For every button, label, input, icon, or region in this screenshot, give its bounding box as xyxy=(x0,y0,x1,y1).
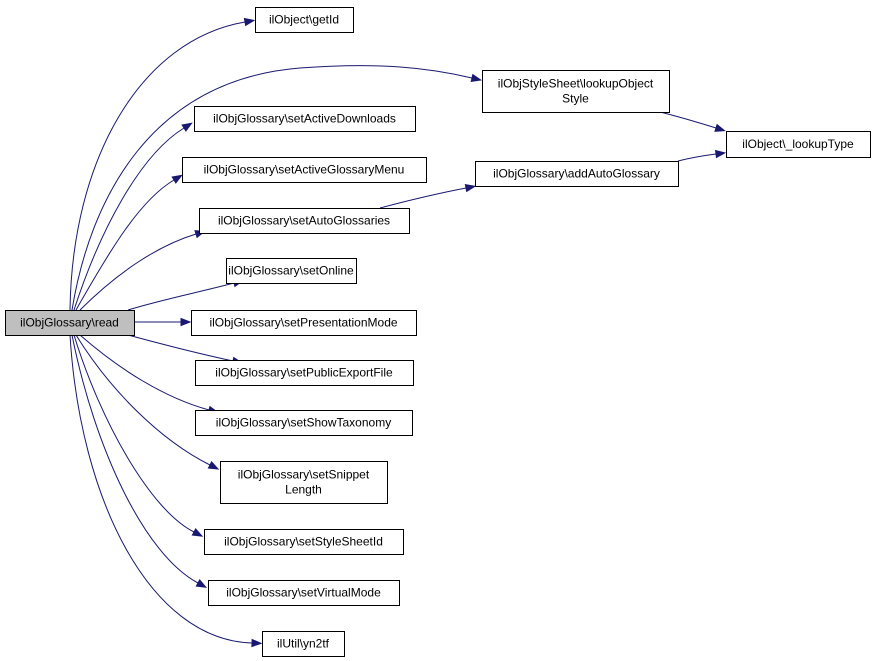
node-label: ilObjGlossary\setActiveGlossaryMenu xyxy=(204,163,405,177)
node-label: ilUtil\yn2tf xyxy=(277,637,330,651)
node-getId[interactable]: ilObject\getId xyxy=(255,7,354,33)
edge-line xyxy=(127,334,234,362)
arrowhead xyxy=(180,317,192,327)
node-label: ilObjGlossary\setAutoGlossaries xyxy=(218,214,390,228)
edge-line xyxy=(127,282,235,311)
node-label: ilObjGlossary\setOnline xyxy=(228,264,354,278)
edge-line xyxy=(79,233,197,311)
edge-read-to-setActiveGlossaryMenu xyxy=(75,174,183,311)
node-box[interactable] xyxy=(5,310,135,336)
node-label: ilObjGlossary\setVirtualMode xyxy=(226,586,381,600)
arrowhead xyxy=(464,183,477,193)
node-read[interactable]: ilObjGlossary\read xyxy=(5,310,135,336)
edge-line xyxy=(75,334,211,466)
node-box[interactable] xyxy=(195,410,413,436)
node-box[interactable] xyxy=(204,529,404,555)
node-setActiveGlossaryMenu[interactable]: ilObjGlossary\setActiveGlossaryMenu xyxy=(182,157,427,183)
node-box[interactable] xyxy=(226,258,357,284)
arrowhead xyxy=(714,149,727,159)
edge-read-to-setActiveDownloads xyxy=(73,122,193,311)
edge-read-to-setOnline xyxy=(127,279,245,311)
node-box[interactable] xyxy=(191,310,417,336)
edge-line xyxy=(379,187,467,209)
nodes-layer: ilObjGlossary\read ilObject\getId ilObjSty… xyxy=(5,7,871,657)
node-addAutoGlossary[interactable]: ilObjGlossary\addAutoGlossary xyxy=(475,161,679,187)
node-label: ilObjGlossary\setPublicExportFile xyxy=(215,366,393,380)
edge-read-to-yn2tf xyxy=(69,334,263,648)
node-lookupType[interactable]: ilObject\_lookupType xyxy=(726,131,871,158)
edge-line xyxy=(73,127,185,311)
node-setStyleSheetId[interactable]: ilObjGlossary\setStyleSheetId xyxy=(204,529,404,555)
node-label: ilObjGlossary\setActiveDownloads xyxy=(213,112,396,126)
edges-layer xyxy=(69,17,727,648)
arrowhead xyxy=(171,174,183,184)
node-label: ilObject\_lookupType xyxy=(742,137,854,151)
node-box[interactable] xyxy=(262,631,345,657)
arrowhead xyxy=(191,528,204,537)
node-box[interactable] xyxy=(726,131,871,158)
node-box[interactable] xyxy=(255,7,354,33)
edge-lookupObjectStyle-to-lookupType xyxy=(659,111,726,132)
node-setAutoGlossaries[interactable]: ilObjGlossary\setAutoGlossaries xyxy=(199,208,410,234)
node-label: ilObjGlossary\read xyxy=(20,316,119,330)
node-setActiveDownloads[interactable]: ilObjGlossary\setActiveDownloads xyxy=(194,106,416,132)
node-box[interactable] xyxy=(182,157,427,183)
edge-line xyxy=(73,334,195,533)
node-box[interactable] xyxy=(208,580,400,606)
edge-line xyxy=(69,334,253,644)
node-yn2tf[interactable]: ilUtil\yn2tf xyxy=(262,631,345,657)
node-setPresentationMode[interactable]: ilObjGlossary\setPresentationMode xyxy=(191,310,417,336)
edge-addAutoGlossary-to-lookupType xyxy=(677,149,727,162)
arrowhead xyxy=(243,17,256,27)
node-label: ilObjGlossary\setShowTaxonomy xyxy=(216,416,391,430)
node-box[interactable] xyxy=(194,106,416,132)
node-setVirtualMode[interactable]: ilObjGlossary\setVirtualMode xyxy=(208,580,400,606)
edge-read-to-setPresentationMode xyxy=(134,317,192,327)
node-box[interactable] xyxy=(195,360,414,386)
edge-line xyxy=(79,334,210,411)
node-setPublicExportFile[interactable]: ilObjGlossary\setPublicExportFile xyxy=(195,360,414,386)
arrowhead xyxy=(181,122,193,132)
arrowhead xyxy=(470,73,483,83)
edge-read-to-setStyleSheetId xyxy=(73,334,204,537)
node-label: ilObjGlossary\setStyleSheetId xyxy=(224,535,383,549)
edge-line xyxy=(71,65,473,311)
node-label: Style xyxy=(562,92,589,106)
arrowhead xyxy=(251,638,263,648)
node-label: ilObjStyleSheet\lookupObject xyxy=(498,77,654,91)
node-setOnline[interactable]: ilObjGlossary\setOnline xyxy=(226,258,357,284)
node-label: Length xyxy=(285,483,322,497)
arrowhead xyxy=(207,460,220,470)
node-box[interactable] xyxy=(199,208,410,234)
node-box[interactable] xyxy=(220,461,388,504)
edge-line xyxy=(75,179,175,311)
node-label: ilObjGlossary\setPresentationMode xyxy=(209,316,397,330)
edge-line xyxy=(659,111,717,129)
edge-read-to-setSnippetLength xyxy=(75,334,220,470)
edge-read-to-setVirtualMode xyxy=(71,334,208,588)
edge-line xyxy=(69,21,246,311)
node-label: ilObject\getId xyxy=(269,13,339,27)
edge-read-to-getId xyxy=(69,17,256,311)
edge-line xyxy=(71,334,199,584)
node-box[interactable] xyxy=(482,70,670,113)
edge-line xyxy=(677,153,717,162)
edge-setAutoGlossaries-to-addAutoGlossary xyxy=(379,183,477,209)
node-label: ilObjGlossary\setSnippet xyxy=(238,468,370,482)
node-label: ilObjGlossary\addAutoGlossary xyxy=(493,167,660,181)
edge-read-to-lookupObjectStyle xyxy=(71,65,483,311)
node-box[interactable] xyxy=(475,161,679,187)
node-setShowTaxonomy[interactable]: ilObjGlossary\setShowTaxonomy xyxy=(195,410,413,436)
arrowhead xyxy=(714,123,726,132)
arrowhead xyxy=(195,579,208,588)
